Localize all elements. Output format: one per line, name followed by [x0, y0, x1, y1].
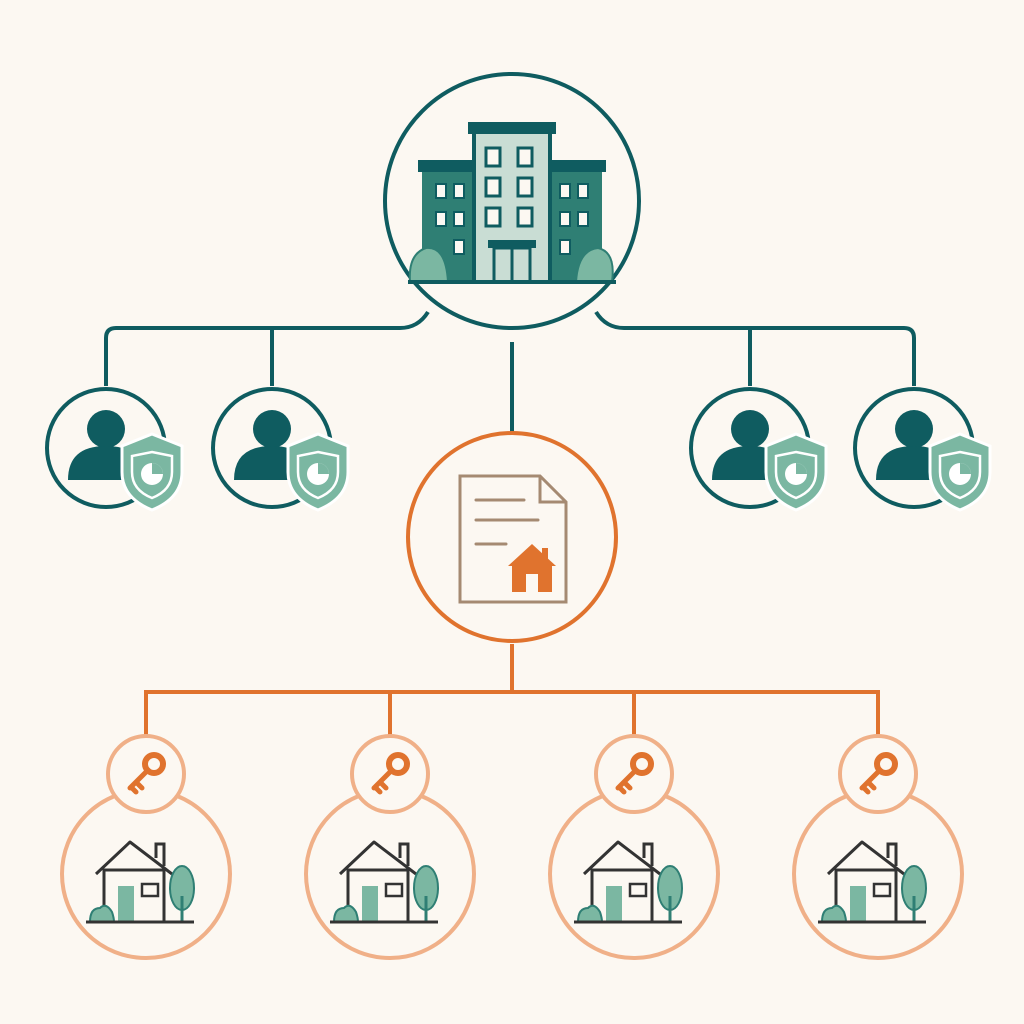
office-building-icon [408, 122, 616, 284]
unit-node-3 [548, 736, 720, 960]
key-icon [108, 736, 184, 812]
house-icon [304, 788, 476, 960]
key-icon [352, 736, 428, 812]
person-shield-icon [211, 387, 350, 512]
manager-node-3 [689, 387, 828, 512]
manager-node-4 [853, 387, 992, 512]
unit-node-1 [60, 736, 232, 960]
unit-node-2 [304, 736, 476, 960]
document-house-icon [458, 474, 568, 604]
person-shield-icon [689, 387, 828, 512]
root-connectors [104, 310, 916, 432]
person-shield-icon [45, 387, 184, 512]
house-icon [548, 788, 720, 960]
key-icon [840, 736, 916, 812]
house-icon [792, 788, 964, 960]
center-connectors [144, 644, 880, 736]
person-shield-icon [853, 387, 992, 512]
house-icon [60, 788, 232, 960]
manager-node-1 [45, 387, 184, 512]
root-building-node [383, 72, 641, 330]
unit-node-4 [792, 736, 964, 960]
key-icon [596, 736, 672, 812]
center-document-node [406, 431, 618, 643]
manager-node-2 [211, 387, 350, 512]
